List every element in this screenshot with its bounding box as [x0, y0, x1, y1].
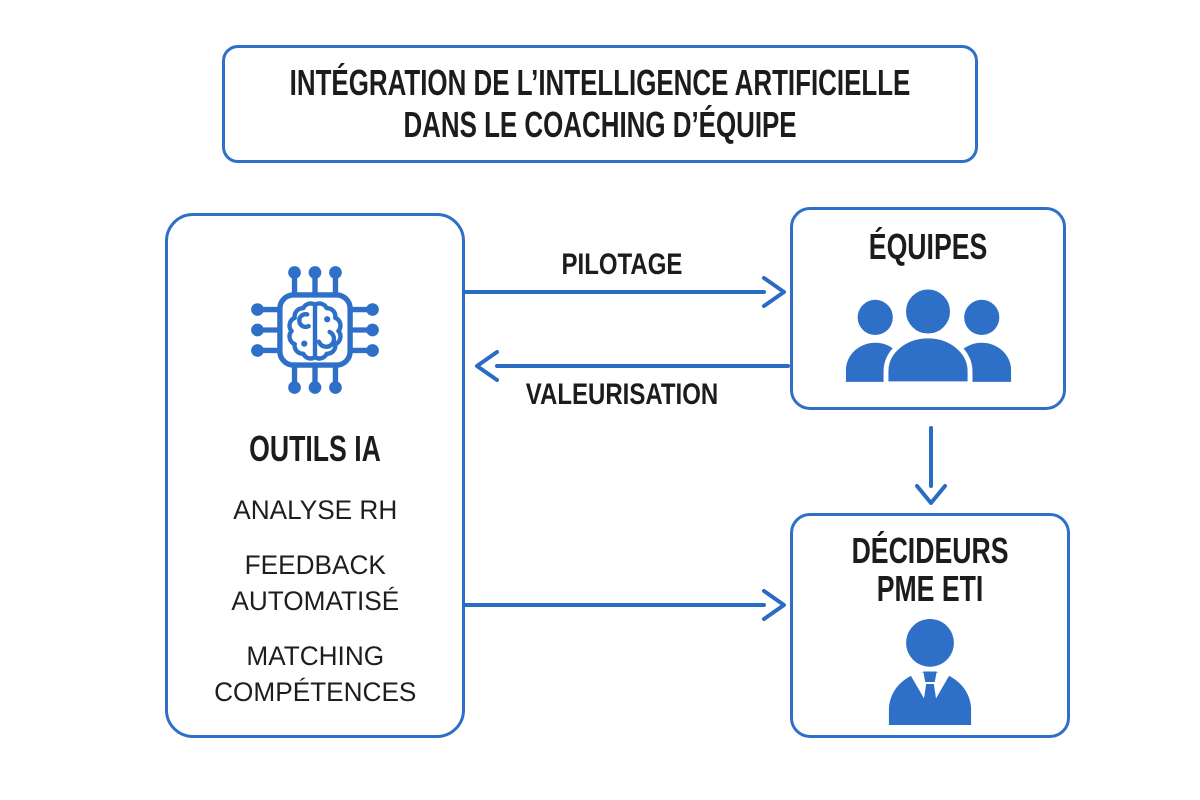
diagram-title-line2: DANS LE COACHING D’ÉQUIPE — [403, 104, 797, 145]
outils-item-feedback-automatise: FEEDBACK AUTOMATISÉ — [231, 550, 399, 616]
pilotage-arrow-label: PILOTAGE — [561, 248, 683, 281]
title-box: INTÉGRATION DE L’INTELLIGENCE ARTIFICIEL… — [222, 45, 978, 163]
node-equipes: ÉQUIPES — [790, 207, 1066, 410]
valeurisation-arrow-label: VALEURISATION — [525, 378, 719, 411]
team-people-icon — [845, 284, 1011, 386]
decideurs-label: DÉCIDEURS PME ETI — [851, 530, 1009, 609]
businessman-icon — [888, 618, 972, 726]
valeurisation-arrow — [475, 350, 790, 382]
diagram-title-line1: INTÉGRATION DE L’INTELLIGENCE ARTIFICIEL… — [289, 62, 911, 103]
node-decideurs: DÉCIDEURS PME ETI — [790, 513, 1070, 738]
equipes-to-decideurs-arrow — [915, 426, 947, 505]
node-outils-ia: OUTILS IA ANALYSE RH FEEDBACK AUTOMATISÉ… — [165, 213, 465, 738]
pilotage-arrow — [463, 276, 786, 308]
outils-item-matching-competences: MATCHING COMPÉTENCES — [213, 641, 417, 707]
ai-chip-brain-icon — [251, 266, 379, 394]
outils-ia-label: OUTILS IA — [249, 428, 381, 469]
equipes-label: ÉQUIPES — [868, 226, 988, 267]
outils-ia-items: ANALYSE RH FEEDBACK AUTOMATISÉ MATCHING … — [211, 492, 420, 729]
outils-to-decideurs-arrow — [463, 589, 786, 621]
outils-item-analyse-rh: ANALYSE RH — [233, 495, 397, 525]
